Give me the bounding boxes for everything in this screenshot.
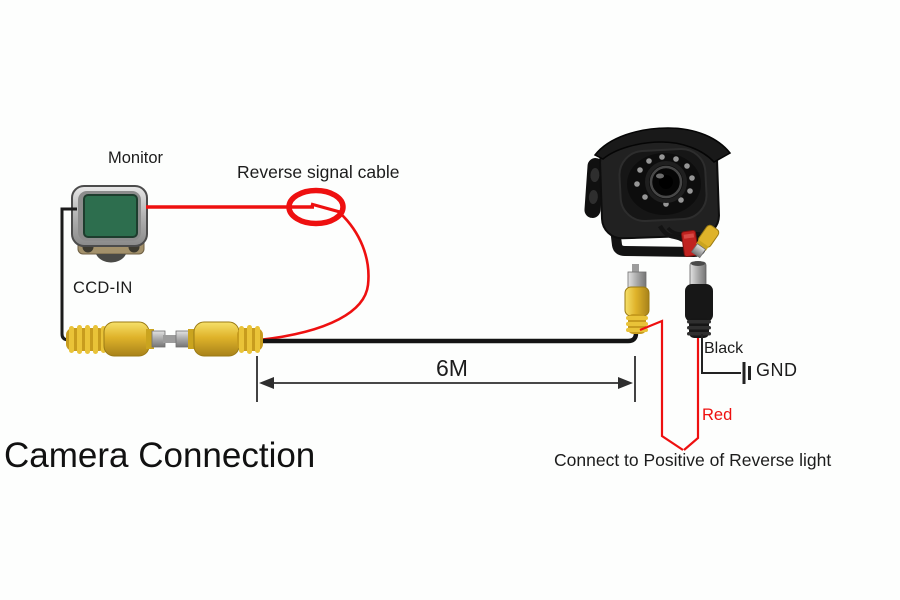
ground-symbol — [701, 334, 751, 384]
gnd-label: GND — [756, 360, 798, 380]
reverse-signal-curve — [258, 212, 370, 342]
monitor-graphic — [71, 185, 148, 263]
dc-power-plug — [685, 261, 713, 338]
rca-plug-male-left — [66, 321, 171, 357]
red-wire-from-plug — [683, 338, 700, 451]
red-circle-annotation — [286, 187, 346, 227]
rca-plug-camera-lead — [624, 264, 650, 334]
monitor-label: Monitor — [108, 149, 164, 167]
red-wire-from-rca — [639, 319, 684, 451]
connect-note-label: Connect to Positive of Reverse light — [554, 450, 832, 470]
dimension-6m — [256, 356, 636, 402]
black-wire-label: Black — [704, 340, 744, 357]
cable-length-label: 6M — [436, 355, 468, 381]
camera-graphic — [584, 127, 732, 259]
red-wire-label: Red — [702, 406, 733, 424]
camera-video-connector — [691, 224, 720, 259]
ccd-in-label: CCD-IN — [73, 279, 133, 297]
video-cable — [260, 330, 639, 344]
rca-plug-male-right — [169, 321, 263, 357]
page-title: Camera Connection — [4, 436, 316, 475]
reverse-signal-cable-label: Reverse signal cable — [237, 162, 400, 182]
